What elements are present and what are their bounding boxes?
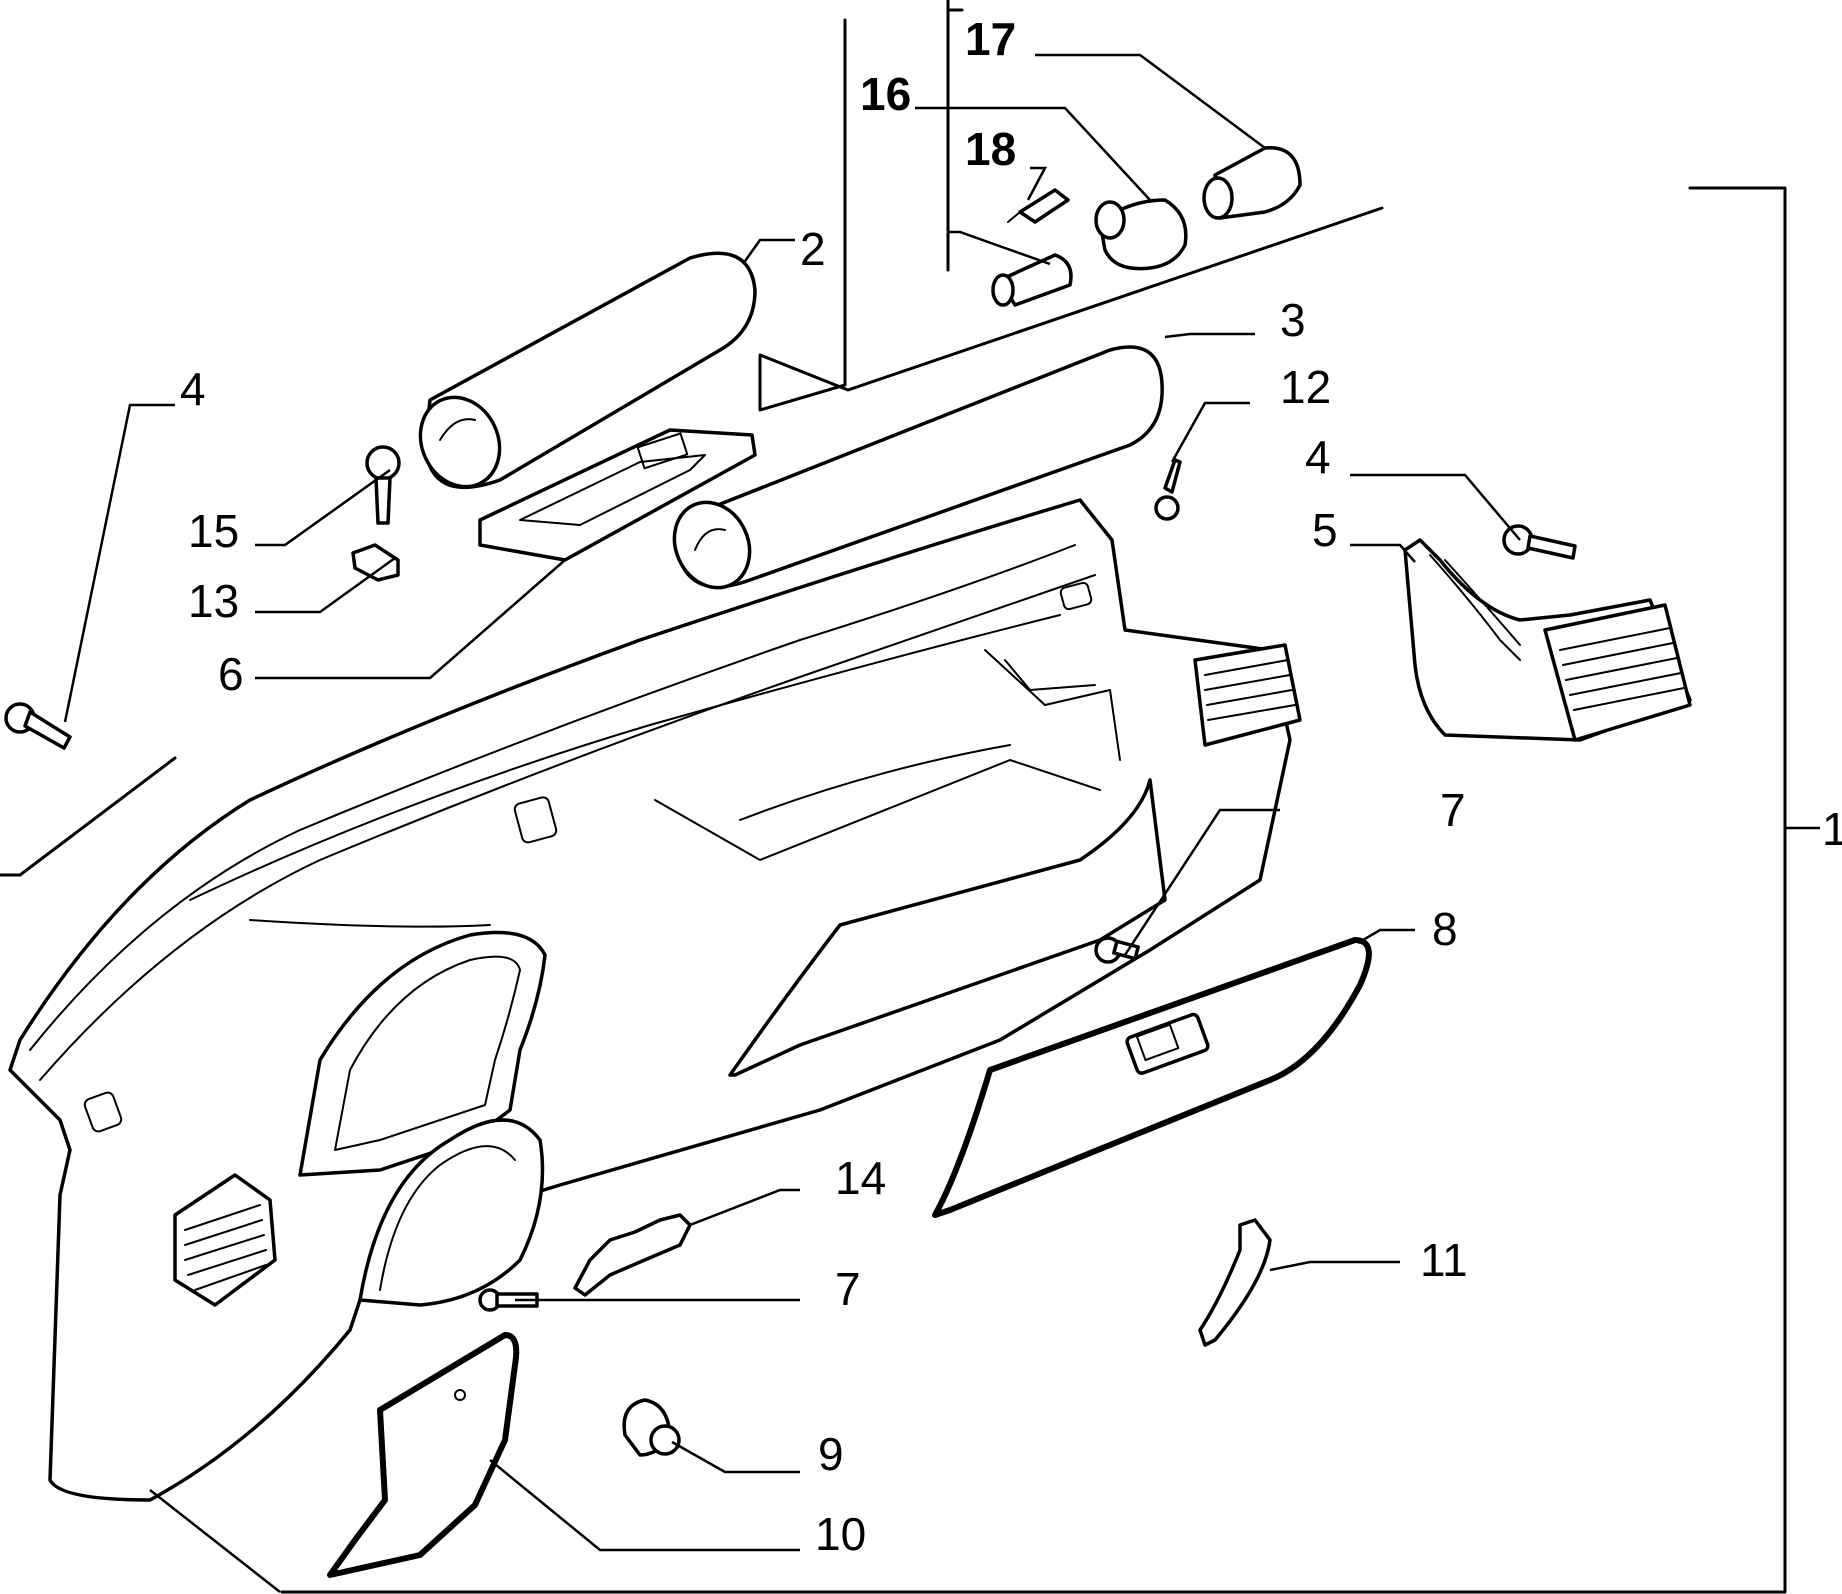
part-lighter-element <box>991 253 1073 307</box>
part-17-lighter-socket <box>1202 146 1302 220</box>
part-18-bulb <box>1007 188 1070 224</box>
callout-14: 14 <box>835 1152 886 1204</box>
callout-8: 8 <box>1432 903 1458 955</box>
part-11-trim-clip <box>1198 1218 1272 1347</box>
callout-5: 5 <box>1312 504 1338 556</box>
callout-7-right: 7 <box>1440 784 1466 836</box>
part-3-trim-cover <box>672 345 1164 590</box>
callout-15: 15 <box>188 505 239 557</box>
callout-13: 13 <box>188 575 239 627</box>
part-15-screw <box>365 445 401 525</box>
part-8-glovebox-lid <box>932 937 1372 1218</box>
boundary-lines <box>0 0 1384 877</box>
callout-11: 11 <box>1420 1234 1468 1286</box>
callout-6: 6 <box>218 648 244 700</box>
callout-18: 18 <box>965 123 1016 175</box>
callout-4-left: 4 <box>180 363 206 415</box>
callout-1: 1 <box>1822 803 1842 855</box>
leader-lines <box>63 53 1521 1593</box>
part-4-bolt-left <box>4 702 72 750</box>
callout-4-right: 4 <box>1305 431 1331 483</box>
part-6-bracket <box>478 428 757 562</box>
part-14-clip-bracket <box>573 1213 692 1297</box>
part-2-trim-cover <box>418 251 757 490</box>
callout-10: 10 <box>815 1508 866 1560</box>
dashboard-body <box>8 498 1302 1502</box>
part-13-clip-nut <box>351 543 400 582</box>
callout-9: 9 <box>818 1428 844 1480</box>
assembly-bracket <box>280 186 1820 1594</box>
callout-3: 3 <box>1280 294 1306 346</box>
callout-16: 16 <box>860 68 911 120</box>
part-16-lighter-sleeve <box>1094 198 1188 271</box>
callout-labels: 1 2 3 4 4 5 6 7 7 8 9 10 11 12 13 14 15 … <box>180 13 1842 1560</box>
callout-7-lower: 7 <box>835 1263 861 1315</box>
callout-2: 2 <box>800 223 826 275</box>
part-12-screw <box>1154 458 1182 521</box>
callout-12: 12 <box>1280 361 1331 413</box>
part-10-lower-cover <box>327 1332 520 1578</box>
callout-17: 17 <box>965 13 1016 65</box>
part-4-bolt-right <box>1502 524 1577 560</box>
part-9-plug <box>622 1398 681 1457</box>
part-5-air-duct <box>1403 538 1692 742</box>
